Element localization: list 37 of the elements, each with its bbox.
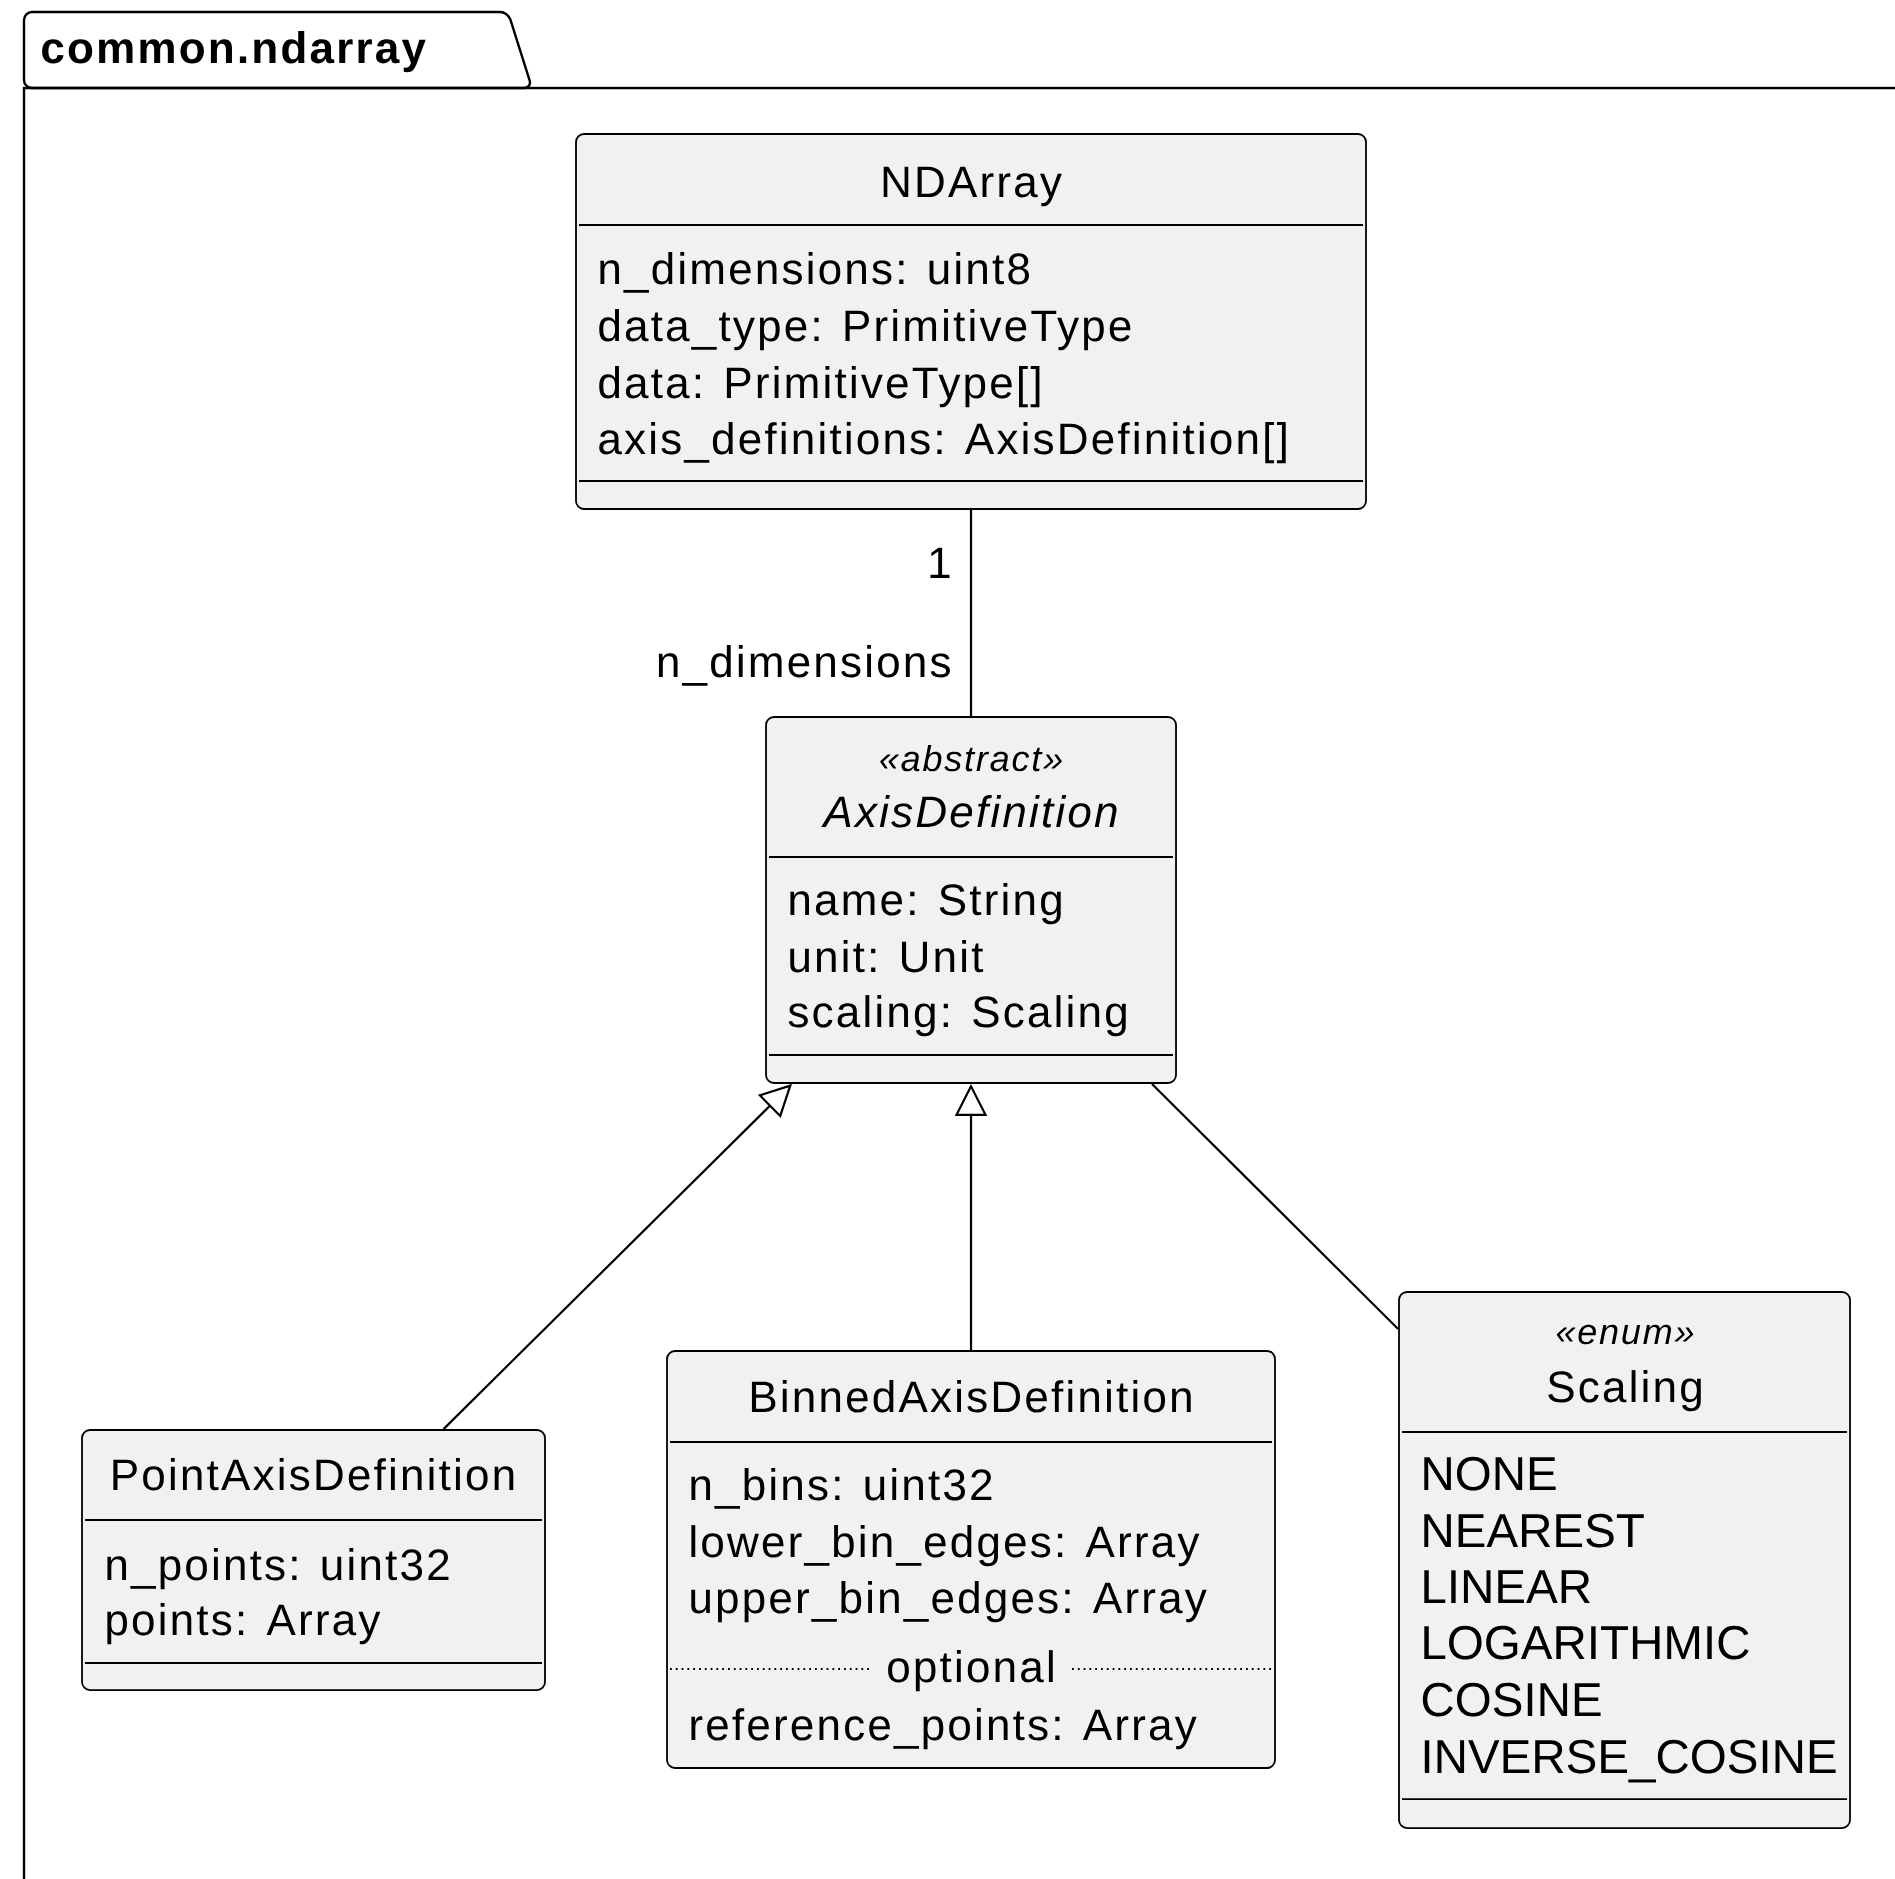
attribute-text: n_dimensions: uint8 bbox=[600, 252, 1029, 293]
stereotype-label: «abstract» bbox=[880, 744, 1062, 772]
attribute-text: n_points: uint32 bbox=[107, 1548, 449, 1590]
enum-value: NONE bbox=[1424, 1456, 1556, 1491]
attribute-text: reference_points: Array bbox=[691, 1708, 1197, 1750]
multiplicity-label: 1 bbox=[930, 547, 950, 578]
class-name: BinnedAxisDefinition bbox=[751, 1380, 1191, 1413]
attribute-text: lower_bin_edges: Array bbox=[691, 1525, 1200, 1567]
attribute-text: data_type: PrimitiveType bbox=[599, 309, 1131, 351]
association-line bbox=[1151, 1083, 1399, 1330]
package-name: common.ndarray bbox=[42, 31, 426, 73]
attribute-text: points: Array bbox=[107, 1603, 381, 1645]
attribute-text: upper_bin_edges: Array bbox=[691, 1581, 1207, 1623]
section-label: optional bbox=[888, 1650, 1053, 1692]
enum-box bbox=[1398, 1291, 1851, 1829]
enum-value: LOGARITHMIC bbox=[1424, 1625, 1749, 1660]
stereotype-label: «enum» bbox=[1556, 1324, 1694, 1345]
class-box bbox=[81, 1429, 546, 1691]
attribute-text: axis_definitions: AxisDefinition[] bbox=[599, 422, 1286, 464]
class-name: PointAxisDefinition bbox=[113, 1458, 514, 1491]
class-name: AxisDefinition bbox=[821, 795, 1117, 828]
association-line bbox=[969, 509, 973, 717]
attribute-text: name: String bbox=[790, 883, 1061, 925]
attribute-text: n_bins: uint32 bbox=[691, 1468, 992, 1509]
class-name: NDArray bbox=[883, 166, 1062, 207]
attribute-text: data: PrimitiveType[] bbox=[599, 366, 1040, 408]
role-label: n_dimensions bbox=[658, 645, 950, 686]
enum-value: COSINE bbox=[1422, 1682, 1601, 1717]
enum-value: NEAREST bbox=[1424, 1513, 1644, 1548]
enum-value: LINEAR bbox=[1424, 1570, 1590, 1603]
class-name: Scaling bbox=[1548, 1370, 1701, 1412]
class-box bbox=[666, 1350, 1276, 1769]
class-box bbox=[575, 133, 1367, 510]
attribute-text: unit: Unit bbox=[790, 940, 984, 973]
attribute-text: scaling: Scaling bbox=[788, 995, 1126, 1037]
enum-value: INVERSE_COSINE bbox=[1424, 1739, 1836, 1783]
abstract-class-box bbox=[765, 716, 1177, 1084]
